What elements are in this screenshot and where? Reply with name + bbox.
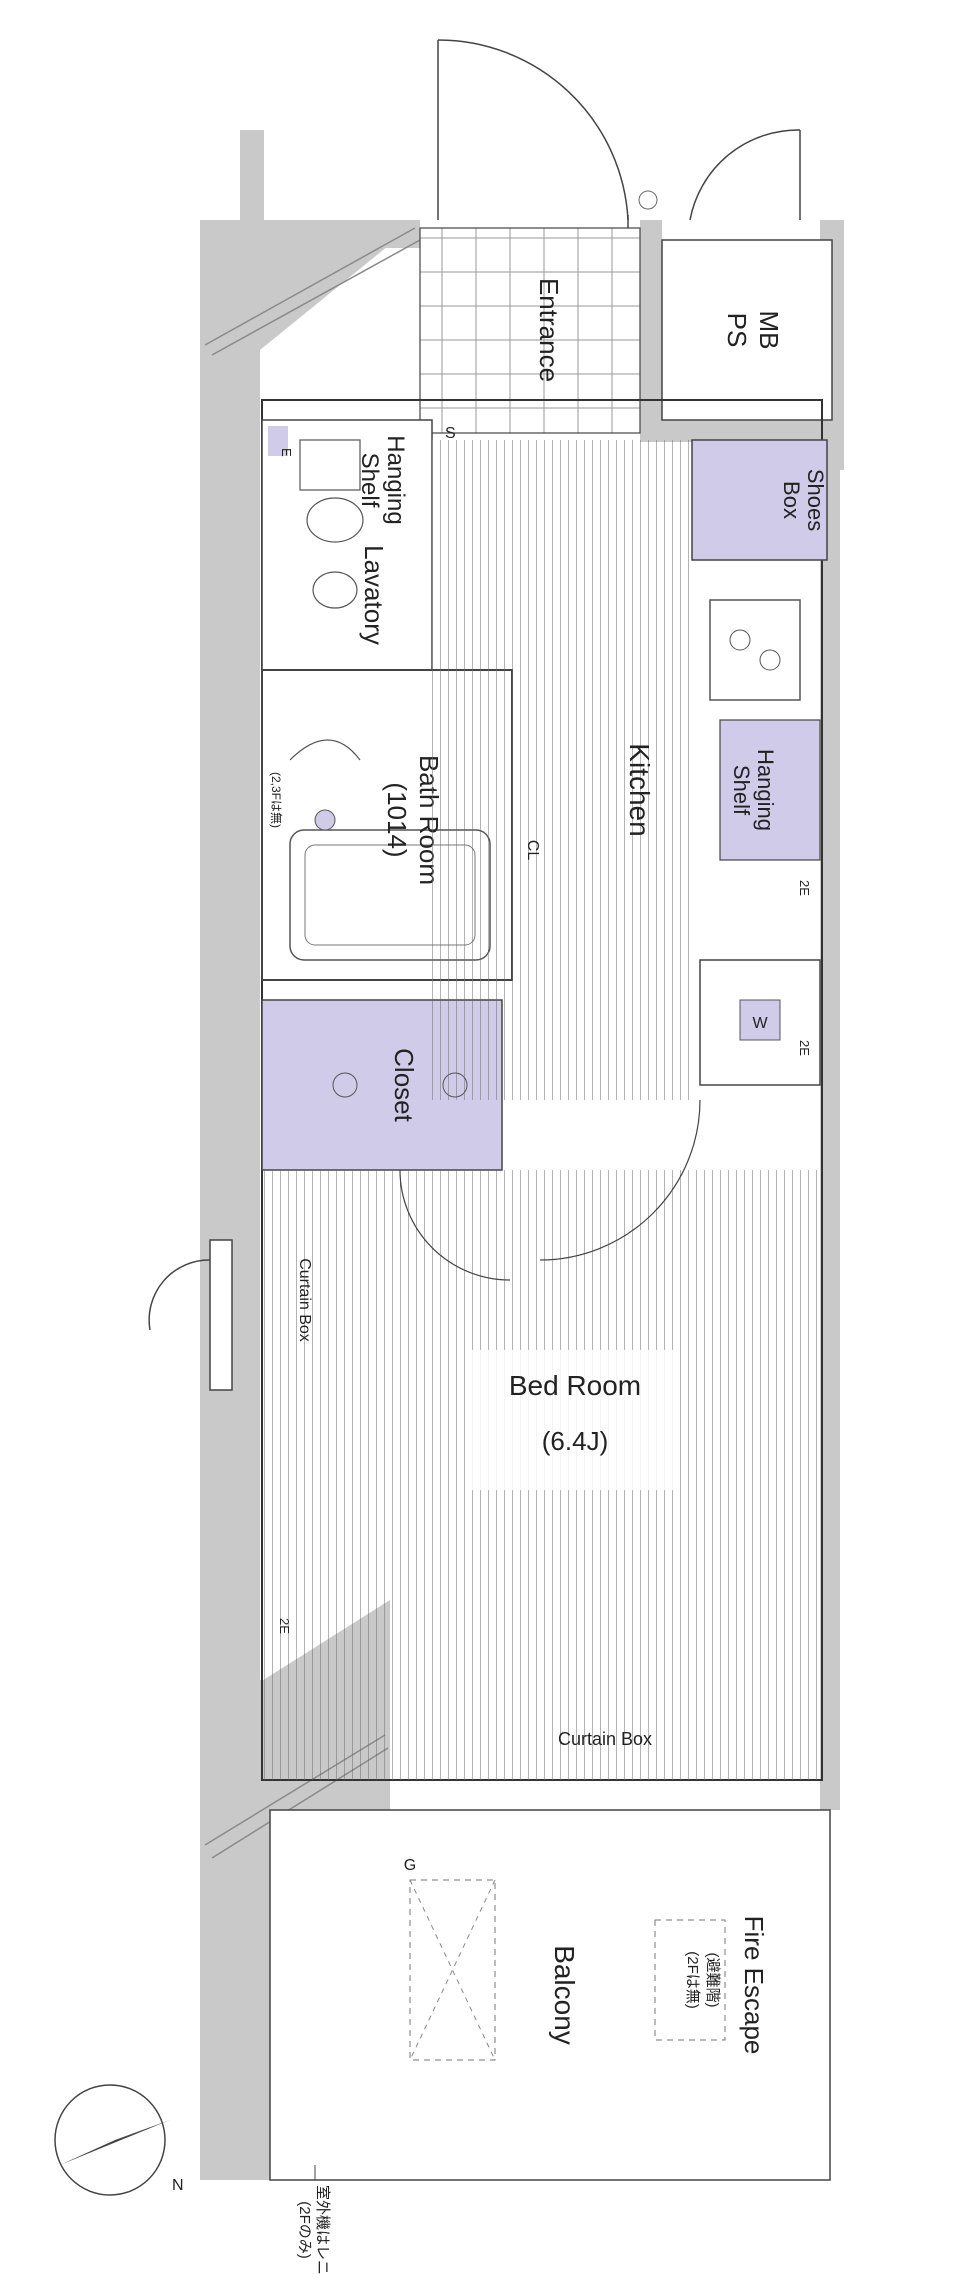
hanging-shelf-left-label-1: Hanging [382, 435, 409, 524]
side-window [148, 1239, 233, 1391]
cl-tag: CL [524, 840, 541, 861]
outlet-icon [638, 190, 658, 210]
bath-note: (2,3Fは無) [269, 772, 284, 828]
lavatory-room: Hanging Shelf Lavatory S [261, 419, 456, 671]
e-mark-4: E [279, 448, 294, 457]
hanging-shelf-left-label-2: Shelf [356, 453, 383, 508]
balcony: G Balcony Fire Escape (避難階) (2Fは無) [269, 1809, 831, 2181]
bed-room-label: Bed Room [509, 1370, 641, 1401]
bedroom-label-box [470, 1350, 680, 1490]
stove-icon [709, 599, 801, 701]
toilet-icon [306, 497, 364, 543]
kitchen-label: Kitchen [624, 743, 655, 836]
closet-label: Closet [389, 1048, 419, 1122]
washer-label: W [752, 1015, 768, 1032]
shoes-box-label-2: Box [779, 481, 804, 519]
washer-icon [739, 999, 781, 1041]
hanging-shelf-right: Hanging Shelf [719, 719, 821, 861]
shoes-box-label-1: Shoes [803, 469, 828, 531]
balcony-label: Balcony [549, 1945, 580, 2045]
bottom-note-1: 室外機はレニ [314, 2185, 331, 2275]
hanging-shelf-right-label-1: Hanging [753, 749, 778, 831]
north-label: N [172, 2177, 184, 2194]
entrance-floor [419, 227, 641, 434]
bath-room-label-2: (1014) [382, 782, 412, 857]
curtain-box-bottom-label: Curtain Box [558, 1729, 652, 1749]
gas-label: G [404, 1857, 416, 1874]
mb-ps-room [661, 239, 833, 421]
hanging-shelf-right-label-2: Shelf [729, 765, 754, 816]
fire-escape-note-2: (2Fは無) [684, 1951, 701, 2009]
entrance-label: Entrance [534, 278, 564, 382]
washer-area: W [699, 959, 821, 1086]
shoes-box: Shoes Box [691, 439, 828, 561]
entrance-door [437, 39, 629, 228]
compass-icon: N [54, 2084, 184, 2196]
bottom-note-2: (2Fのみ) [296, 2201, 313, 2259]
toilet-tank-icon [299, 439, 361, 491]
bed-room-size: (6.4J) [542, 1426, 608, 1456]
fire-escape-note-1: (避難階) [704, 1953, 721, 2008]
e-mark-2: 2E [797, 1040, 812, 1056]
ps-label: PS [722, 313, 752, 348]
curtain-box-left-label: Curtain Box [296, 1258, 313, 1342]
fire-escape-label: Fire Escape [739, 1916, 769, 2055]
e-mark-1: 2E [797, 880, 812, 896]
lavatory-label: Lavatory [359, 545, 389, 645]
switch-s-label: S [445, 425, 456, 442]
kitchen-floor [432, 440, 692, 1100]
sink-icon [312, 571, 358, 609]
e-mark-3: 2E [277, 1618, 292, 1634]
mb-ps-door [689, 129, 801, 221]
mb-label: MB [754, 311, 784, 350]
